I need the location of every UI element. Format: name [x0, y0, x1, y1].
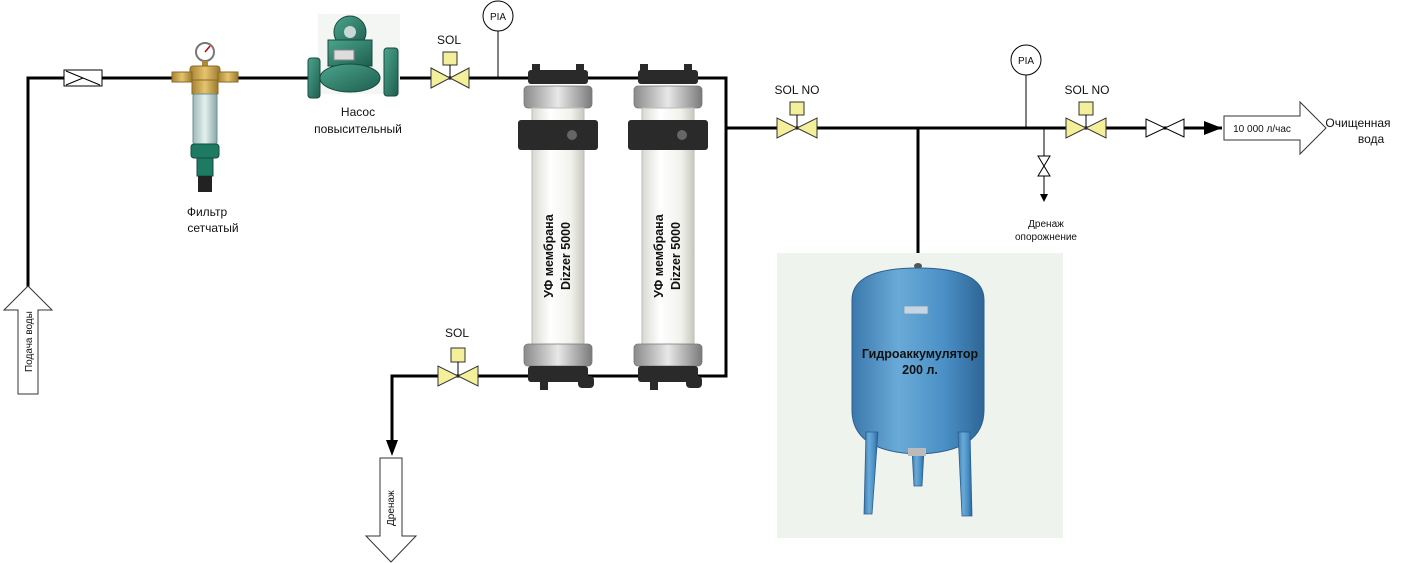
mesh-filter-icon: [171, 42, 239, 192]
outlet-label-line2: вода: [1358, 132, 1385, 146]
drain-valve-icon: [1037, 155, 1051, 202]
pia-top-label: PIA: [490, 12, 506, 23]
solenoid-valve-icon: [430, 51, 470, 89]
uf-membrane-icon: [628, 64, 708, 390]
drain-empty-label-line2: опорожнение: [1015, 232, 1077, 243]
pia-right-label: PIA: [1018, 56, 1034, 67]
uf-membrane-icon: [518, 64, 598, 390]
solenoid-valve-icon: [776, 101, 818, 139]
drain-empty-label-line1: Дренаж: [1028, 219, 1064, 230]
pia-gauge-icon: [482, 0, 514, 78]
flow-rate-label: 10 000 л/час: [1233, 124, 1291, 135]
solenoid-valve-icon: [437, 347, 479, 387]
pump-label-line1: Насос: [341, 105, 375, 119]
filter-label-line1: Фильтр: [187, 205, 228, 219]
solenoid-valve-icon: [1065, 101, 1107, 139]
membrane1-label-line2: Dizzer 5000: [559, 222, 573, 290]
inlet-label: Подача воды: [24, 311, 35, 372]
membrane2-label-line1: УФ мембрана: [652, 213, 666, 297]
pressure-tank-icon: [777, 253, 1063, 538]
check-valve-icon: [63, 69, 103, 87]
membrane1-label-line1: УФ мембрана: [542, 213, 556, 297]
inlet-arrow: Подача воды: [2, 285, 54, 395]
filter-label-line2: сетчатый: [187, 221, 238, 235]
sol-bottom-label: SOL: [445, 326, 469, 340]
pia-gauge-icon: [1010, 44, 1042, 128]
drain-arrow: Дренаж: [364, 457, 418, 563]
sol-top-label: SOL: [437, 33, 461, 47]
outlet-label-line1: Очищенная: [1325, 116, 1390, 130]
drain-label: Дренаж: [386, 490, 397, 526]
ball-valve-icon: [1145, 118, 1185, 138]
drain-arrowhead: [386, 440, 398, 456]
membrane2-label-line2: Dizzer 5000: [669, 222, 683, 290]
sol-no-right-label: SOL NO: [1065, 83, 1110, 97]
outlet-arrow: 10 000 л/час: [1223, 100, 1327, 156]
sol-no-left-label: SOL NO: [775, 83, 820, 97]
pump-label-line2: повысительный: [314, 122, 402, 136]
booster-pump-icon: [307, 14, 400, 99]
tank-label-line2: 200 л.: [902, 363, 938, 377]
flow-arrowhead: [1204, 121, 1222, 135]
tank-label-line1: Гидроаккумулятор: [862, 347, 979, 361]
